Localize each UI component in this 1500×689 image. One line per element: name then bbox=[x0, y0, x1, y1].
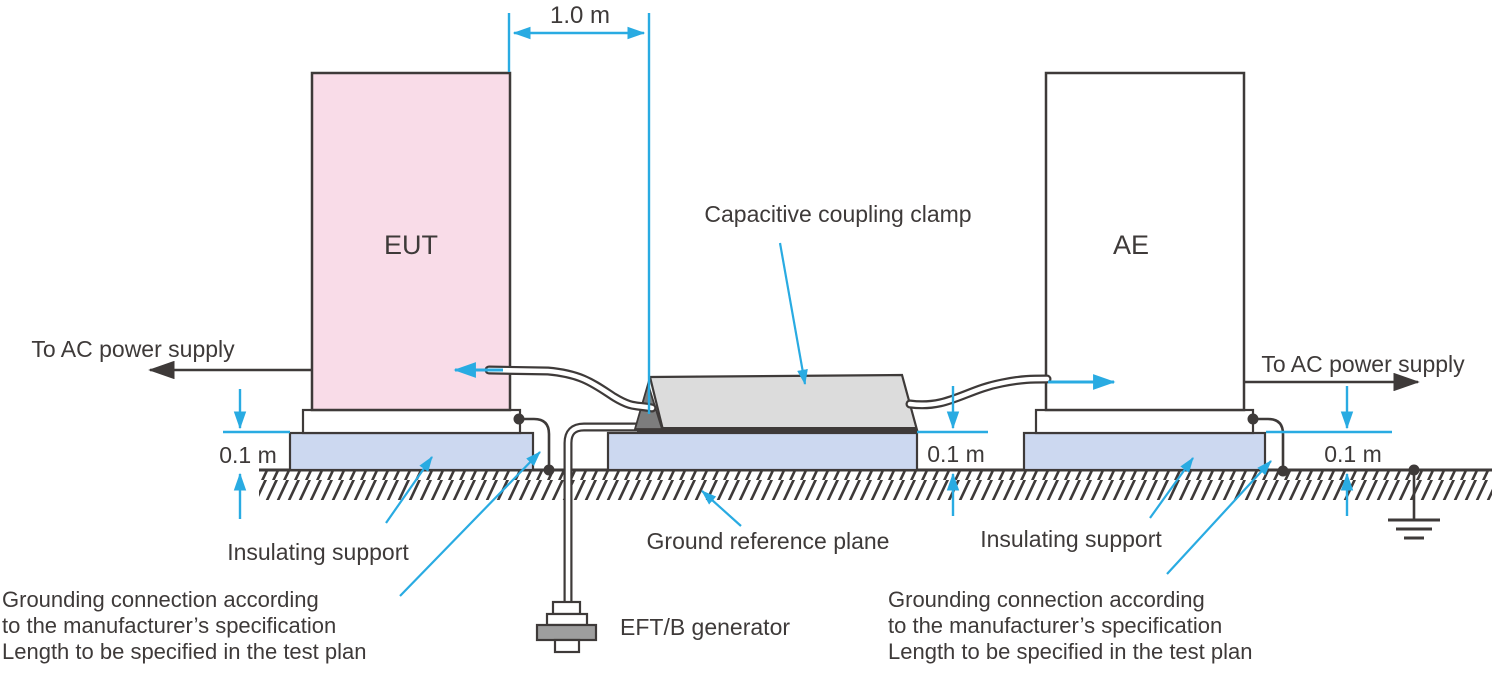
insulating-support-label-right: Insulating support bbox=[980, 526, 1162, 552]
dimension-label-01m-middle: 0.1 m bbox=[927, 441, 985, 467]
leader-insulating-support-left bbox=[385, 456, 433, 524]
svg-text:to the manufacturer’s specific: to the manufacturer’s specification bbox=[2, 613, 336, 638]
earth-ground-icon bbox=[1388, 464, 1440, 540]
capacitive-coupling-clamp bbox=[633, 373, 919, 432]
eftb-generator bbox=[535, 600, 598, 654]
svg-text:Grounding connection according: Grounding connection according bbox=[888, 587, 1205, 612]
cable-eut-to-clamp bbox=[484, 365, 657, 413]
leader-clamp bbox=[778, 242, 808, 386]
grounding-note-right: Grounding connection according to the ma… bbox=[888, 587, 1252, 664]
connection-dot bbox=[543, 464, 555, 476]
svg-text:Length to be specified in the: Length to be specified in the test plan bbox=[2, 639, 366, 664]
connection-dot bbox=[513, 413, 525, 425]
dimension-1m bbox=[507, 13, 651, 414]
grounding-wire-left bbox=[513, 413, 555, 476]
ac-label-right: To AC power supply bbox=[1261, 351, 1465, 377]
insulating-support-label-left: Insulating support bbox=[227, 539, 409, 565]
generator-label: EFT/B generator bbox=[620, 614, 790, 640]
connection-dot bbox=[1277, 465, 1289, 477]
svg-text:to the manufacturer’s specific: to the manufacturer’s specification bbox=[888, 613, 1222, 638]
clamp-body bbox=[648, 373, 919, 432]
ground-plane-label: Ground reference plane bbox=[647, 528, 890, 554]
dimension-label-1m: 1.0 m bbox=[550, 2, 610, 29]
connection-dot bbox=[1247, 413, 1259, 425]
clamp-label: Capacitive coupling clamp bbox=[704, 201, 971, 227]
dimension-01m-right bbox=[1266, 386, 1392, 516]
grounding-wire-right bbox=[1247, 413, 1289, 477]
grounding-note-left: Grounding connection according to the ma… bbox=[2, 587, 366, 664]
eut-assembly: EUT bbox=[288, 71, 535, 472]
insulating-support-right bbox=[1022, 431, 1267, 472]
dimension-label-01m-right: 0.1 m bbox=[1324, 441, 1382, 467]
ae-pedestal bbox=[1034, 408, 1255, 435]
eut-box bbox=[310, 71, 512, 412]
leader-arrows bbox=[385, 242, 1272, 597]
leader-ground-plane bbox=[701, 490, 742, 527]
svg-text:Length to be specified in the: Length to be specified in the test plan bbox=[888, 639, 1252, 664]
dimension-label-01m-left: 0.1 m bbox=[219, 442, 277, 468]
ae-box bbox=[1044, 71, 1246, 412]
insulating-support-left bbox=[288, 431, 535, 472]
ae-assembly: AE bbox=[1022, 71, 1267, 472]
ac-label-left: To AC power supply bbox=[31, 336, 235, 362]
insulating-support-middle bbox=[606, 431, 919, 472]
generator-cable bbox=[563, 422, 648, 603]
dimension-01m-left bbox=[223, 389, 290, 519]
leader-grounding-left bbox=[399, 451, 541, 597]
svg-text:Grounding connection according: Grounding connection according bbox=[2, 587, 319, 612]
dimension-01m-middle bbox=[917, 386, 988, 516]
cable-clamp-to-ae bbox=[905, 374, 1052, 410]
eut-label: EUT bbox=[384, 230, 438, 260]
leader-insulating-support-right bbox=[1149, 457, 1194, 519]
leader-grounding-right bbox=[1166, 460, 1272, 575]
ground-hatching bbox=[259, 471, 1492, 500]
eut-pedestal bbox=[301, 408, 522, 435]
ae-label: AE bbox=[1113, 230, 1149, 260]
